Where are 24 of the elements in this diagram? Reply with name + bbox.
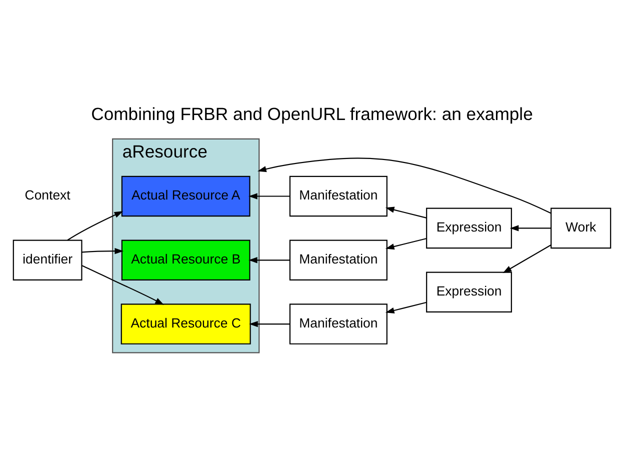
arrow [502,244,551,273]
node-box: Actual Resource A [120,175,250,216]
arrow [384,206,426,218]
arrow [509,224,550,231]
node-box: Expression [426,207,512,248]
node-box: identifier [12,239,82,280]
arrow [81,247,124,254]
node-box: Work [550,207,611,248]
arrow [384,301,426,313]
arrow [81,264,164,304]
diagram-title: Combining FRBR and OpenURL framework: an example [90,103,532,124]
arrow [384,237,426,250]
arrow [248,320,290,327]
node-box: Actual Resource C [120,303,250,344]
arrow [248,192,290,199]
node-box: Actual Resource B [120,239,250,280]
arrow [248,256,290,263]
arrow [257,157,551,214]
arrow [66,210,123,240]
node-box: Manifestation [288,175,387,216]
node-box: Expression [426,271,512,312]
node-box: Manifestation [288,239,387,280]
label: Context [24,187,70,202]
node-box: Manifestation [288,303,387,344]
